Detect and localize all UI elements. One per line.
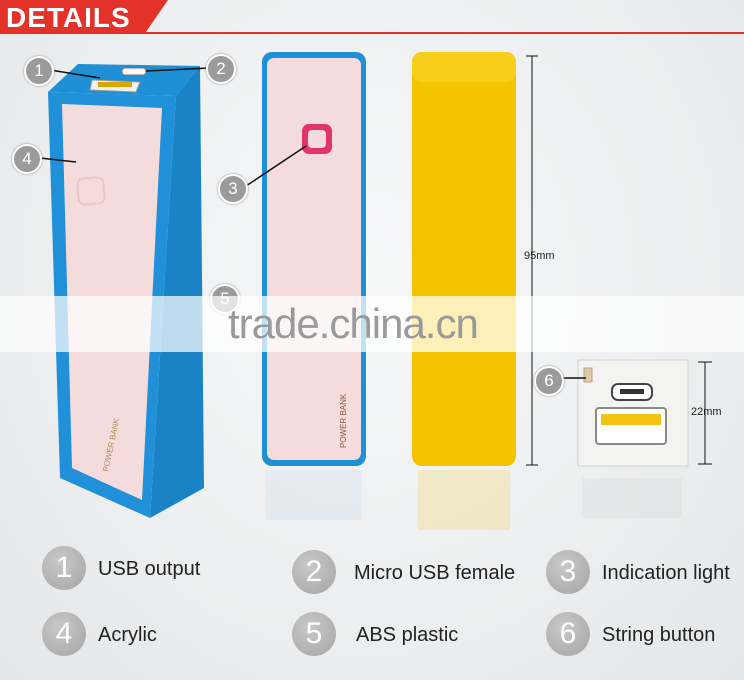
callout-6: 6 <box>534 366 564 396</box>
height-dimension <box>526 55 538 466</box>
legend-label: USB output <box>98 558 201 580</box>
callout-2: 2 <box>206 54 236 84</box>
power-bank-end <box>577 359 689 518</box>
legend-number: 1 <box>42 546 86 590</box>
legend-label: ABS plastic <box>356 624 459 646</box>
header-rule <box>0 32 744 34</box>
callout-1: 1 <box>24 56 54 86</box>
legend-number: 4 <box>42 612 86 656</box>
power-bank-front: POWER BANK <box>262 52 366 466</box>
legend-number: 6 <box>546 612 590 656</box>
legend-label: Micro USB female <box>354 562 516 584</box>
brand-text-2: POWER BANK <box>339 393 348 448</box>
power-bank-angled: POWER BANK <box>48 64 204 518</box>
width-dimension <box>698 361 712 465</box>
header: DETAILS <box>0 0 744 40</box>
legend-number: 2 <box>292 550 336 594</box>
callout-lines <box>39 67 586 379</box>
power-bank-back <box>412 52 516 530</box>
legend-label: String button <box>602 624 716 646</box>
legend-label: Acrylic <box>98 624 157 646</box>
header-tab <box>0 0 168 34</box>
watermark-text: trade.china.cn <box>228 300 479 347</box>
callout-3: 3 <box>218 174 248 204</box>
legend-number: 5 <box>292 612 336 656</box>
watermark-band <box>0 296 744 352</box>
legend-label: Indication light <box>602 562 730 584</box>
legend-number: 3 <box>546 550 590 594</box>
width-dimension-label: 22mm <box>691 406 722 418</box>
callout-4: 4 <box>12 144 42 174</box>
page-title: DETAILS <box>6 2 131 33</box>
height-dimension-label: 95mm <box>524 250 555 262</box>
